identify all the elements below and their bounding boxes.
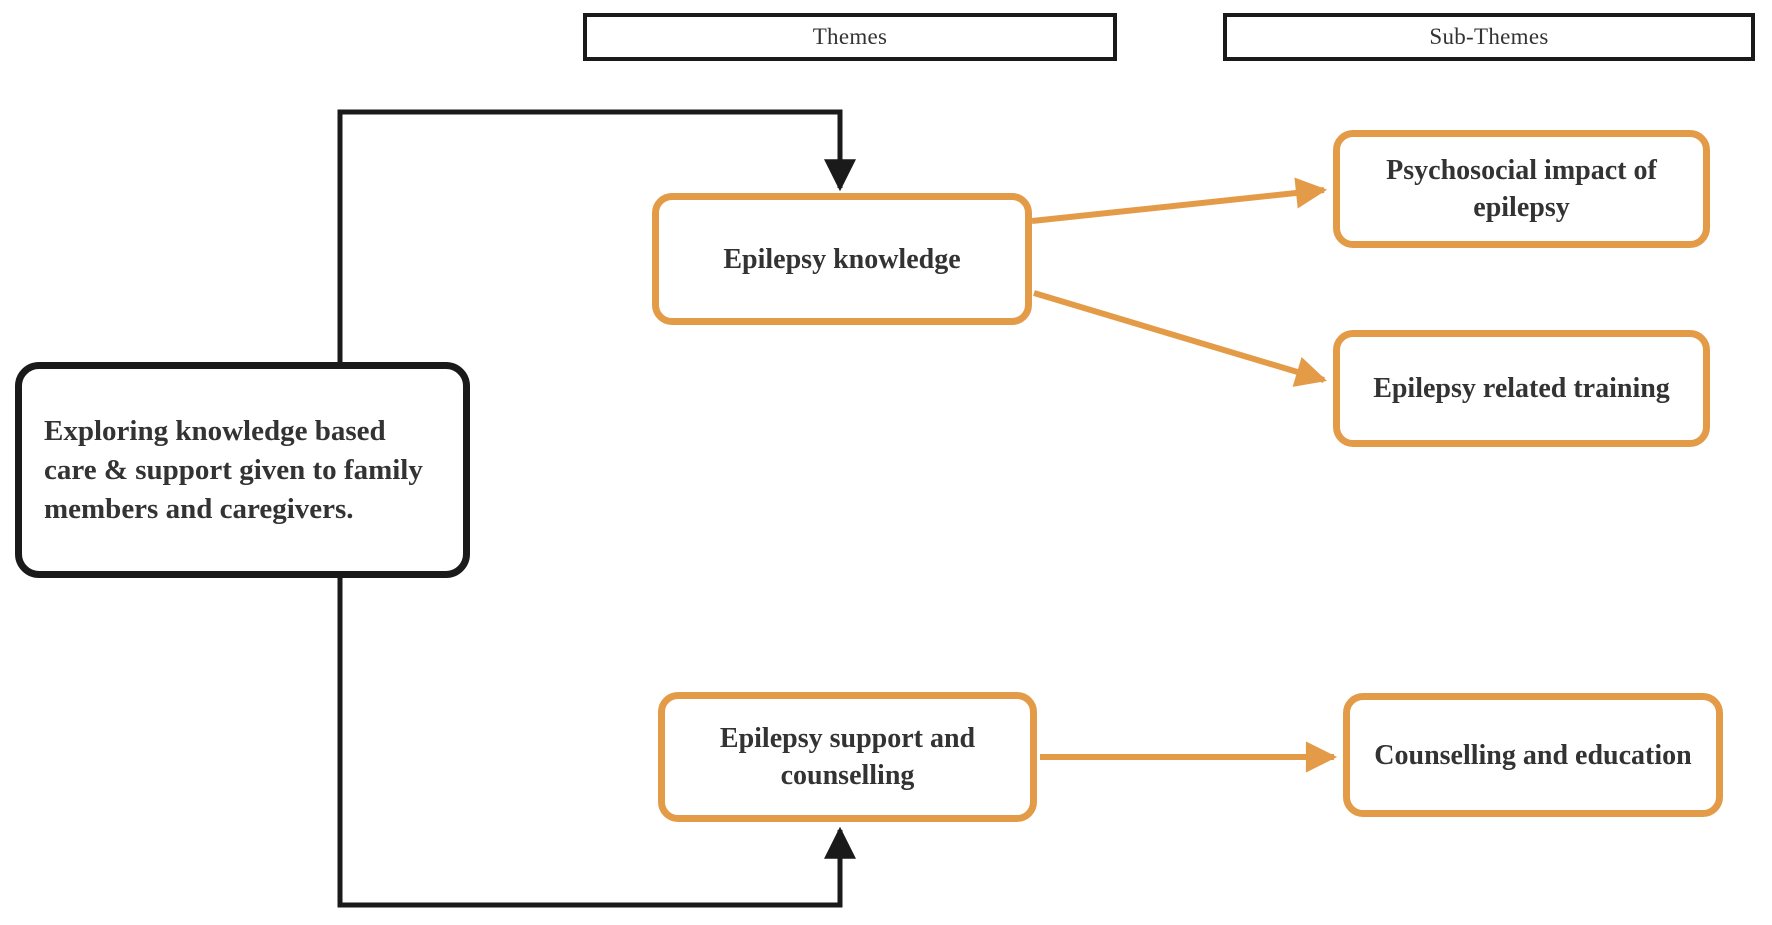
root-node: Exploring knowledge based care & support…	[15, 362, 470, 578]
theme-node-epilepsy-knowledge-label: Epilepsy knowledge	[723, 243, 961, 275]
subtheme-node-counselling-and-education-label: Counselling and education	[1374, 739, 1692, 771]
connector-root-to-epilepsy-knowledge	[337, 109, 857, 362]
subtheme-node-epilepsy-related-training: Epilepsy related training	[1333, 330, 1710, 447]
connector-root-to-epilepsy-support	[337, 578, 857, 908]
column-header-subthemes: Sub-Themes	[1223, 13, 1755, 61]
theme-node-epilepsy-knowledge: Epilepsy knowledge	[652, 193, 1032, 325]
subtheme-node-psychosocial-impact: Psychosocial impact of epilepsy	[1333, 130, 1710, 248]
subtheme-node-psychosocial-impact-label: Psychosocial impact of epilepsy	[1386, 155, 1657, 223]
theme-node-epilepsy-support-and-counselling: Epilepsy support and counselling	[658, 692, 1037, 822]
connector-knowledge-to-psychosocial	[1031, 177, 1328, 224]
theme-node-epilepsy-support-and-counselling-label: Epilepsy support and counselling	[719, 723, 976, 791]
column-header-themes: Themes	[583, 13, 1117, 61]
subtheme-node-epilepsy-related-training-label: Epilepsy related training	[1373, 373, 1670, 404]
column-header-subthemes-label: Sub-Themes	[1429, 24, 1549, 49]
root-node-label: Exploring knowledge based care & support…	[44, 414, 423, 525]
connector-knowledge-to-training	[1033, 290, 1327, 387]
column-header-themes-label: Themes	[812, 24, 888, 49]
subtheme-node-counselling-and-education: Counselling and education	[1343, 693, 1723, 817]
